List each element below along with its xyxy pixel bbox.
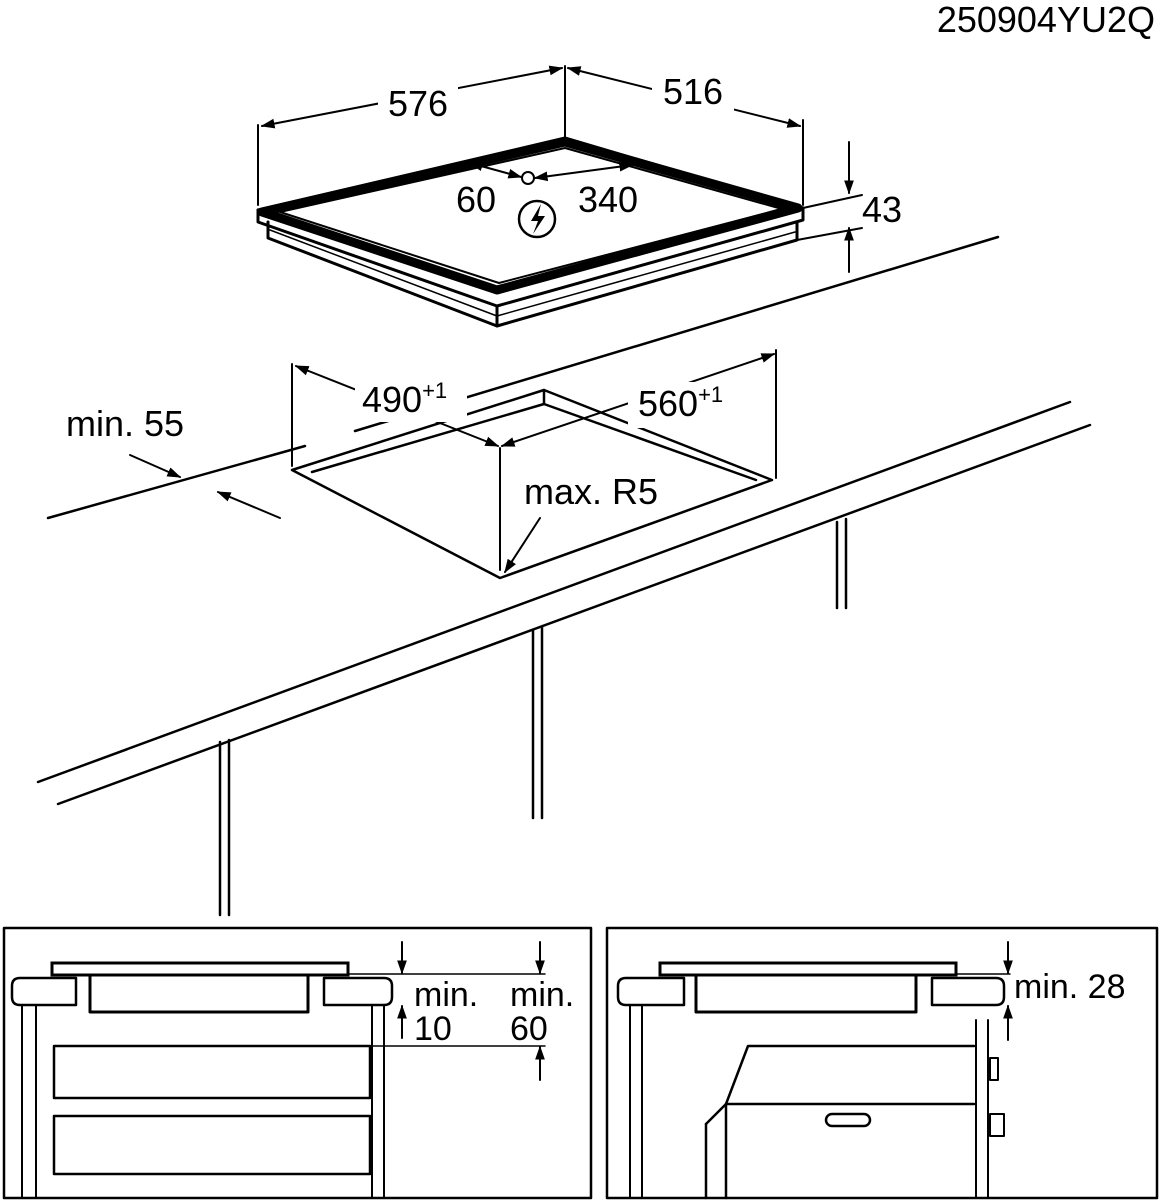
hob-width-dimension: 576 [257, 65, 566, 206]
hob-width-label: 576 [388, 83, 448, 124]
front-clearance-dimension: min. 55 [66, 403, 281, 519]
cutout-depth-dimension: 490+1 [291, 363, 501, 571]
cutout-depth-label: 490+1 [362, 378, 447, 420]
clearance-b-line2: 60 [510, 1010, 548, 1048]
corner-radius-callout: max. R5 [504, 471, 658, 574]
detail-right-panel: min. 28 [605, 926, 1159, 1200]
clearance-b-line1: min. [510, 976, 574, 1014]
clearance-a-line2: 10 [414, 1010, 452, 1048]
detail-left-panel: min. 10 min. 60 [2, 926, 593, 1200]
hob-height-label: 43 [862, 189, 902, 230]
clearance-a-line1: min. [414, 976, 478, 1014]
hob-depth-dimension: 516 [566, 66, 804, 206]
cutout-width-label: 560+1 [638, 382, 723, 424]
drawing-code: 250904YU2Q [937, 0, 1155, 40]
cutout-width-dimension: 560+1 [500, 349, 777, 479]
front-clearance-label: min. 55 [66, 403, 184, 444]
hob-depth-label: 516 [663, 71, 723, 112]
hob-drawing [256, 136, 805, 328]
min-28-label: min. 28 [1014, 968, 1126, 1006]
connection-offset-left-label: 60 [456, 179, 496, 220]
connection-offset-dimensions: 60 340 [456, 161, 638, 220]
lightning-in-circle-icon [517, 199, 557, 239]
connection-offset-right-label: 340 [578, 179, 638, 220]
corner-radius-label: max. R5 [524, 471, 658, 512]
hob-height-dimension: 43 [796, 141, 902, 273]
worktop-drawing [36, 235, 1092, 917]
